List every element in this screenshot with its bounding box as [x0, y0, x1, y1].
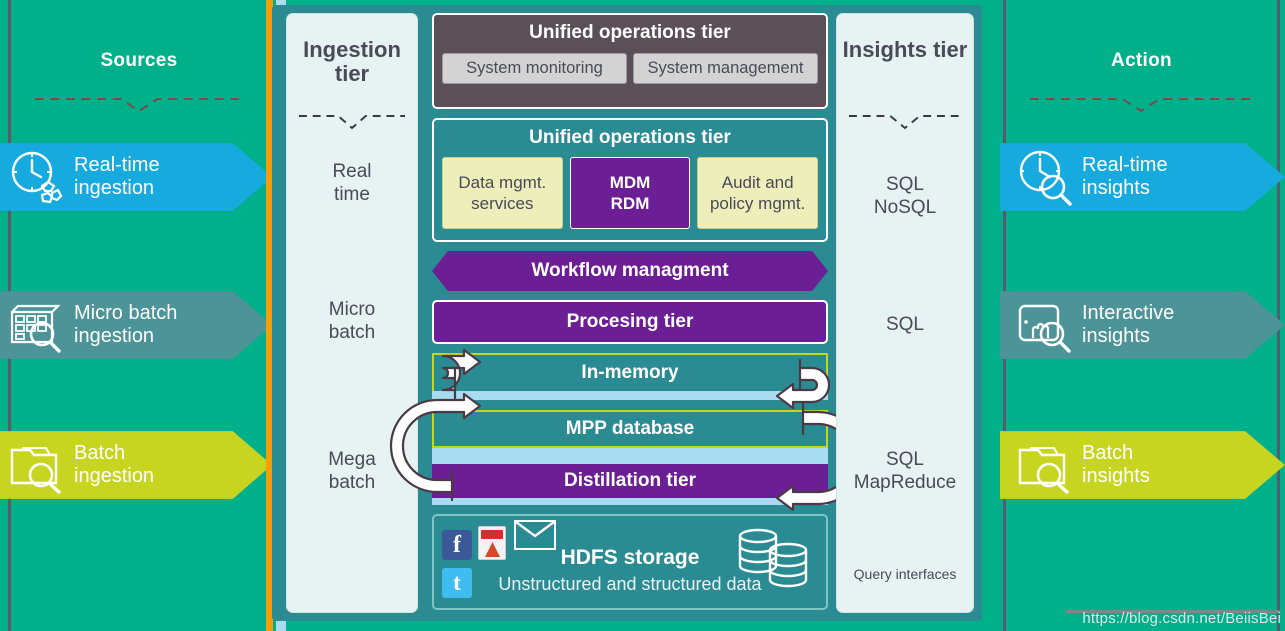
insights-item-sql-nosql: SQL NoSQL	[873, 174, 937, 218]
folder-search-icon	[6, 434, 68, 496]
twitter-icon: t	[442, 568, 472, 598]
tablet-touch-search-icon	[1014, 294, 1076, 356]
distillation-tier-box[interactable]: Distillation tier	[432, 457, 828, 505]
source-arrow-label: Micro batch ingestion	[74, 302, 178, 347]
data-mgmt-services-box[interactable]: Data mgmt. services	[442, 157, 563, 229]
source-arrow-batch-ingestion[interactable]: Batch ingestion	[0, 431, 272, 499]
insights-item-sql: SQL	[885, 314, 925, 335]
center-stack: Unified operations tier System monitorin…	[432, 13, 828, 610]
insights-footer-query-interfaces: Query interfaces	[853, 566, 957, 582]
ingestion-item-mega-batch: Mega batch	[328, 449, 376, 493]
table-search-icon	[6, 294, 68, 356]
ingestion-divider	[299, 115, 405, 130]
envelope-icon	[514, 520, 556, 550]
watermark-underline	[1066, 610, 1281, 613]
memory-mpp-group: In-memory MPP database	[432, 353, 828, 448]
action-title: Action	[1111, 50, 1172, 71]
insights-tier-column: Insights tier SQL NoSQL SQL SQL MapReduc…	[836, 13, 974, 613]
source-arrow-label: Batch ingestion	[74, 442, 155, 487]
folder-search-icon	[1014, 434, 1076, 496]
mdm-rdm-box[interactable]: MDM RDM	[569, 157, 691, 229]
facebook-icon: f	[442, 530, 472, 560]
action-arrow-label: Interactive insights	[1082, 302, 1175, 347]
action-arrow-label: Batch insights	[1082, 442, 1150, 487]
source-arrow-micro-batch-ingestion[interactable]: Micro batch ingestion	[0, 291, 272, 359]
action-arrow-label: Real-time insights	[1082, 154, 1168, 199]
insights-tier-title: Insights tier	[842, 37, 968, 62]
source-arrow-label: Real-time ingestion	[74, 154, 160, 199]
ingestion-item-real-time: Real time	[332, 161, 372, 205]
insights-divider	[849, 115, 961, 130]
hdfs-storage-box[interactable]: f t HDFS storage Unstructured and struct…	[432, 514, 828, 610]
ops-teal-title: Unified operations tier	[529, 127, 731, 148]
orange-divider-strip	[266, 0, 273, 631]
database-stack-icon	[734, 524, 814, 596]
action-arrow-real-time-insights[interactable]: Real-time insights	[1000, 143, 1285, 211]
sources-title: Sources	[100, 50, 178, 71]
pdf-icon	[478, 526, 506, 560]
mpp-database-band[interactable]: MPP database	[432, 410, 828, 448]
action-arrow-batch-insights[interactable]: Batch insights	[1000, 431, 1285, 499]
unified-operations-tier-governance: Unified operations tier Data mgmt. servi…	[432, 118, 828, 242]
ingestion-item-micro-batch: Micro batch	[328, 299, 376, 343]
insights-item-sql-mapreduce: SQL MapReduce	[853, 449, 957, 493]
band-separator-lower	[432, 448, 828, 457]
hdfs-subtitle: Unstructured and structured data	[498, 574, 762, 594]
hdfs-title: HDFS storage	[560, 546, 700, 569]
clock-recycle-icon	[6, 146, 68, 208]
unified-operations-tier-monitoring: Unified operations tier System monitorin…	[432, 13, 828, 109]
ops-dark-title: Unified operations tier	[529, 22, 731, 43]
source-arrow-real-time-ingestion[interactable]: Real-time ingestion	[0, 143, 272, 211]
audit-policy-mgmt-box[interactable]: Audit and policy mgmt.	[697, 157, 819, 229]
system-monitoring-box[interactable]: System monitoring	[442, 53, 627, 84]
ingestion-tier-column: Ingestion tier Real time Micro batch Meg…	[286, 13, 418, 613]
band-separator	[432, 391, 828, 400]
workflow-management-arrow[interactable]: Workflow managment	[432, 251, 828, 291]
action-arrow-interactive-insights[interactable]: Interactive insights	[1000, 291, 1285, 359]
watermark: https://blog.csdn.net/BeiisBei	[1082, 610, 1281, 627]
clock-search-icon	[1014, 146, 1076, 208]
ingestion-tier-title: Ingestion tier	[303, 37, 401, 87]
action-divider	[1030, 98, 1253, 113]
sources-divider	[35, 98, 243, 113]
in-memory-band[interactable]: In-memory	[432, 353, 828, 391]
system-management-box[interactable]: System management	[633, 53, 818, 84]
processing-tier-box[interactable]: Procesing tier	[432, 300, 828, 344]
